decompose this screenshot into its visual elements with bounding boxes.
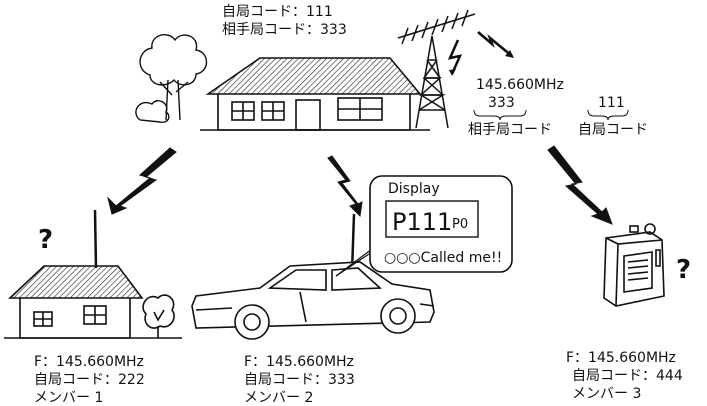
own-code-value: 111 (598, 95, 625, 111)
display-title: Display (388, 181, 440, 197)
member-2-car (191, 213, 435, 340)
member-2-code: 自局コード：333 (244, 372, 355, 388)
member-2-name: メンバー 2 (244, 390, 313, 406)
member-3-code: 自局コード：444 (572, 368, 683, 384)
partner-code-label: 相手局コード (468, 122, 552, 138)
member-3-freq: F：145.660MHz (566, 350, 676, 366)
member-3-radio (603, 223, 665, 307)
member-1-code: 自局コード：222 (34, 372, 145, 388)
signal-bolt-small (447, 39, 463, 75)
member-3-labels: F：145.660MHz 自局コード：444 メンバー 3 (566, 350, 683, 402)
member-3-question-mark: ? (676, 255, 691, 285)
display-screen-page: P0 (452, 217, 468, 232)
member-1-house (4, 209, 182, 339)
member-2-freq: F：145.660MHz (244, 354, 354, 370)
display-screen (385, 200, 479, 238)
bolt-to-member-2 (327, 155, 363, 218)
member-1-name: メンバー 1 (34, 390, 103, 406)
partner-code-text: 相手局コード：333 (222, 22, 347, 38)
member-1-labels: F：145.660MHz 自局コード：222 メンバー 1 (34, 354, 145, 406)
display-bubble: Display P111 P0 ○○○Called me!! (335, 175, 513, 277)
frequency-text: 145.660MHz (476, 77, 564, 93)
transmission-info: 145.660MHz 333 111 相手局コード 自局コード (468, 77, 648, 138)
base-house (200, 57, 430, 131)
bolt-to-member-3 (547, 145, 613, 225)
member-1-freq: F：145.660MHz (34, 354, 144, 370)
antenna-tower (397, 9, 476, 129)
tree-left (135, 34, 208, 124)
own-code-text: 自局コード：111 (222, 4, 333, 20)
signal-bolts (107, 145, 613, 225)
member-1-question-mark: ? (38, 225, 53, 255)
display-message: ○○○Called me!! (384, 250, 502, 266)
base-station: 自局コード：111 相手局コード：333 (135, 4, 514, 131)
display-screen-code: P111 (392, 208, 452, 236)
partner-code-value: 333 (488, 95, 515, 111)
own-code-label: 自局コード (578, 122, 648, 138)
bolt-to-member-1 (107, 147, 177, 215)
signal-bolt-top-right (477, 31, 513, 58)
member-2-labels: F：145.660MHz 自局コード：333 メンバー 2 (244, 354, 355, 406)
member-3-name: メンバー 3 (572, 386, 641, 402)
